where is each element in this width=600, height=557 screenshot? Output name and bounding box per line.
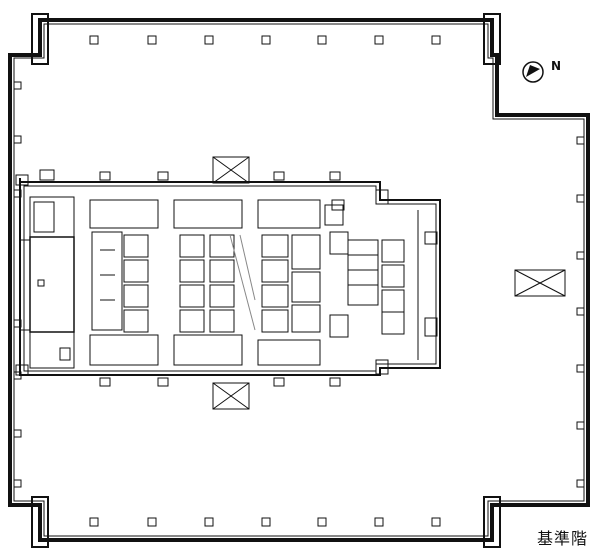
- void-bottom: [212, 382, 250, 410]
- void-right: [514, 269, 566, 297]
- corner-column: [31, 13, 49, 65]
- core-room: [89, 334, 159, 366]
- core-inner-outline: [23, 185, 437, 372]
- elevator-bank-1: [91, 231, 149, 333]
- corner-column: [31, 496, 49, 548]
- perimeter-columns-top: [89, 35, 441, 45]
- perimeter-columns-right: [576, 136, 585, 488]
- north-label: N: [551, 59, 561, 73]
- perimeter-columns-bottom: [89, 517, 441, 527]
- core-room: [257, 199, 321, 229]
- left-shaft: [29, 236, 75, 333]
- elevator-bank-3: [261, 234, 321, 333]
- left-stair: [29, 196, 75, 238]
- core-room: [173, 334, 243, 366]
- north-arrow: N: [522, 59, 561, 83]
- outer-wall: [8, 18, 590, 542]
- corner-column: [483, 496, 501, 548]
- core-room: [257, 339, 321, 366]
- core-outline: [19, 178, 441, 376]
- void-top: [212, 156, 250, 184]
- elevator-bank-4: [329, 231, 405, 338]
- perimeter-columns-left: [13, 81, 22, 488]
- inner-wall: [13, 23, 585, 537]
- floor-label: 基準階: [536, 529, 588, 548]
- elevator-bank-2: [179, 234, 256, 333]
- core-room: [173, 199, 243, 229]
- corner-column: [483, 13, 501, 65]
- core-room: [89, 199, 159, 229]
- left-stair: [29, 331, 75, 369]
